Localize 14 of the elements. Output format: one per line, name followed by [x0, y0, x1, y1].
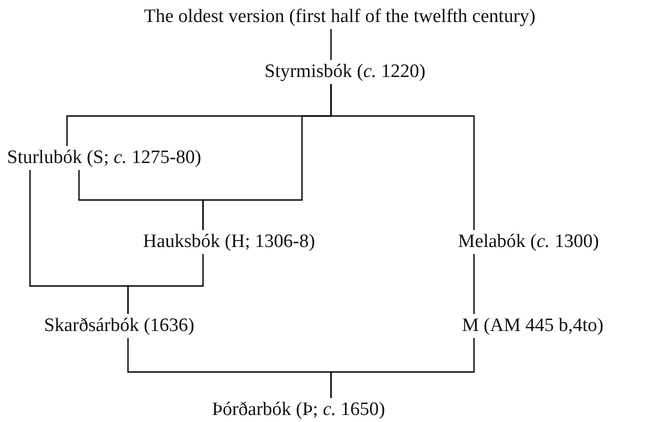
stemma-line [78, 170, 204, 230]
manuscript-label: Melabók (c. 1300) [458, 231, 599, 253]
manuscript-label: Sturlubók (S; c. 1275-80) [7, 147, 202, 169]
manuscript-label: The oldest version (first half of the twelfth century) [144, 6, 536, 28]
manuscript-label: Skarðsárbók (1636) [44, 315, 194, 337]
stemma-line [330, 29, 332, 60]
manuscript-label: Hauksbók (H; 1306-8) [143, 231, 316, 253]
manuscript-label: Þórðarbók (Þ; c. 1650) [212, 399, 386, 421]
stemma-line [330, 338, 475, 398]
stemma-line [127, 254, 204, 314]
manuscript-label: M (AM 445 b,4to) [462, 315, 604, 337]
stemma-line [473, 254, 475, 314]
stemma-line [330, 84, 475, 230]
manuscript-label: Styrmisbók (c. 1220) [264, 61, 426, 83]
